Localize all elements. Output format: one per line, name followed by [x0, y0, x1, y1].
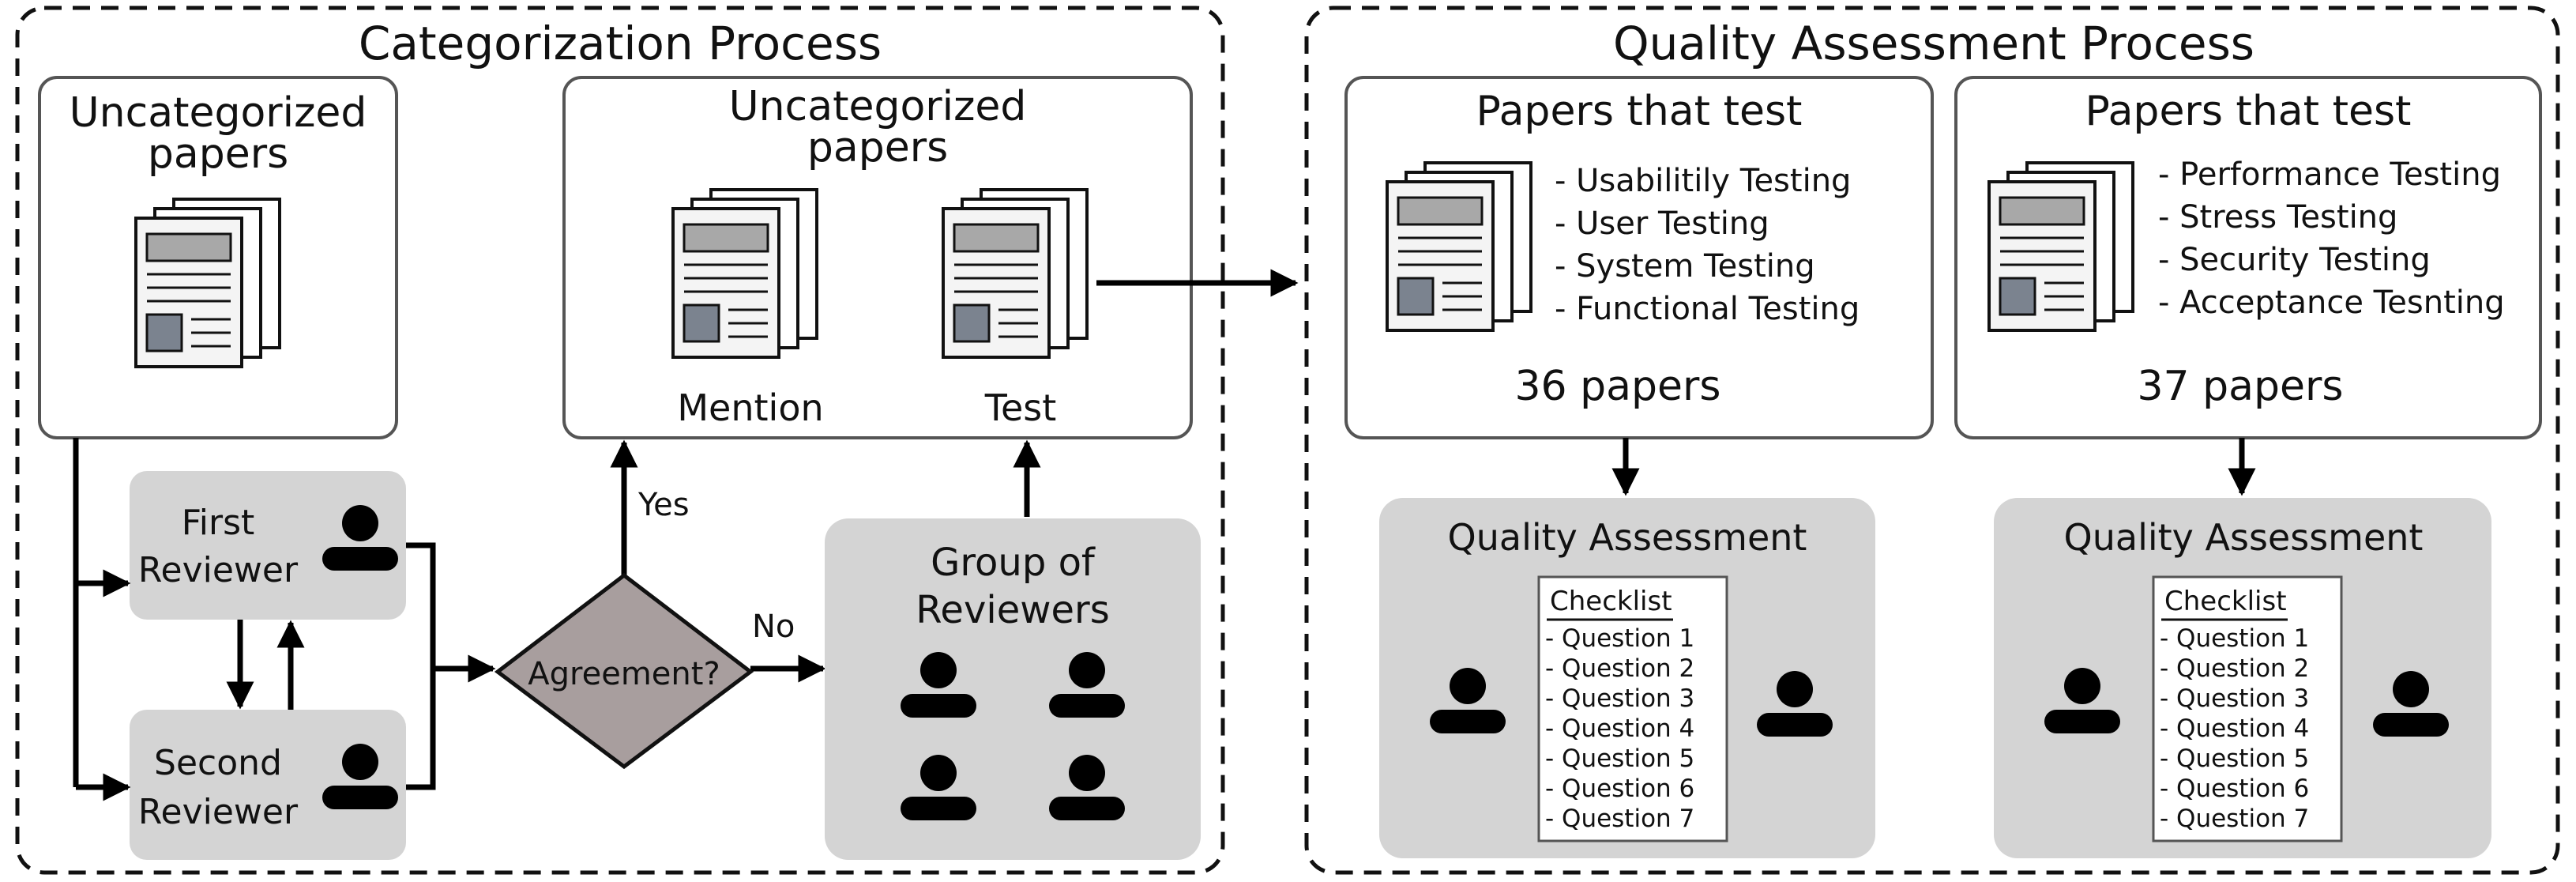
- test-label: Test: [984, 386, 1057, 429]
- second-reviewer-line1: Second: [154, 743, 282, 783]
- paper-stack-icon: [134, 198, 281, 368]
- group-of-reviewers-box: [825, 518, 1201, 860]
- test-type-item: - Usabilitily Testing: [1555, 163, 1851, 199]
- test-type-item: - Acceptance Tesnting: [2158, 285, 2505, 321]
- quality-frame: [1304, 6, 2560, 875]
- quality-assessment-title: Quality Assessment: [2064, 516, 2424, 559]
- test-type-item: - Stress Testing: [2158, 199, 2397, 236]
- quality-title: Quality Assessment Process: [1613, 17, 2254, 70]
- quality-assessment-title: Quality Assessment: [1448, 516, 1807, 559]
- checklist-question: - Question 1: [2160, 624, 2309, 653]
- test-type-item: - Security Testing: [2158, 242, 2431, 278]
- papers-heading: Papers that test: [2085, 88, 2412, 135]
- categorization-frame: [15, 6, 1225, 875]
- checklist-question: - Question 2: [2160, 654, 2309, 683]
- checklist-question: - Question 1: [1545, 624, 1694, 653]
- group-reviewers-line1: Group of: [931, 541, 1096, 585]
- paper-count: 36 papers: [1514, 363, 1720, 410]
- first-reviewer-line2: Reviewer: [138, 550, 299, 590]
- first-reviewer-box: [130, 471, 406, 620]
- test-type-item: - System Testing: [1555, 248, 1815, 285]
- checklist-question: - Question 6: [2160, 775, 2309, 803]
- test-type-item: - User Testing: [1555, 205, 1769, 242]
- uncategorized-left-line2: papers: [148, 130, 288, 178]
- test-type-item: - Performance Testing: [2158, 156, 2501, 193]
- checklist-question: - Question 4: [1545, 714, 1694, 743]
- paper-stack-icon: [942, 188, 1089, 359]
- group-reviewers-line2: Reviewers: [916, 588, 1110, 632]
- yes-label: Yes: [637, 487, 690, 523]
- agreement-diamond: [494, 572, 754, 770]
- checklist-question: - Question 7: [1545, 805, 1694, 833]
- uncategorized-top-line1: Uncategorized: [729, 83, 1027, 130]
- paper-stack-icon: [1987, 161, 2134, 332]
- checklist-title: Checklist: [2164, 586, 2287, 617]
- agreement-label: Agreement?: [528, 656, 720, 692]
- checklist-question: - Question 4: [2160, 714, 2309, 743]
- qa-panel-2: Papers that test - Performance Testing -…: [1954, 76, 2542, 858]
- checklist-question: - Question 5: [1545, 744, 1694, 773]
- checklist-question: - Question 3: [2160, 684, 2309, 713]
- no-label: No: [752, 609, 795, 645]
- uncategorized-left-line1: Uncategorized: [70, 89, 367, 137]
- second-reviewer-box: [130, 710, 406, 860]
- mention-label: Mention: [677, 386, 823, 429]
- checklist-question: - Question 6: [1545, 775, 1694, 803]
- first-reviewer-line1: First: [182, 503, 255, 543]
- papers-heading: Papers that test: [1476, 88, 1803, 135]
- qa-panel-1: Papers that test - Usabilitily Testing -…: [1344, 76, 1934, 858]
- checklist-question: - Question 3: [1545, 684, 1694, 713]
- checklist-card: [1537, 575, 1728, 842]
- categorization-title: Categorization Process: [359, 17, 882, 70]
- checklist-question: - Question 7: [2160, 805, 2309, 833]
- checklist-title: Checklist: [1550, 586, 1672, 617]
- paper-stack-icon: [671, 188, 818, 359]
- test-type-item: - Functional Testing: [1555, 291, 1860, 327]
- connector-lines: [73, 269, 1299, 801]
- paper-stack-icon: [1386, 161, 1532, 332]
- checklist-question: - Question 5: [2160, 744, 2309, 773]
- checklist-question: - Question 2: [1545, 654, 1694, 683]
- second-reviewer-line2: Reviewer: [138, 792, 299, 832]
- checklist-card: [2152, 575, 2343, 842]
- uncategorized-top-line2: papers: [807, 124, 948, 172]
- paper-count: 37 papers: [2137, 363, 2343, 410]
